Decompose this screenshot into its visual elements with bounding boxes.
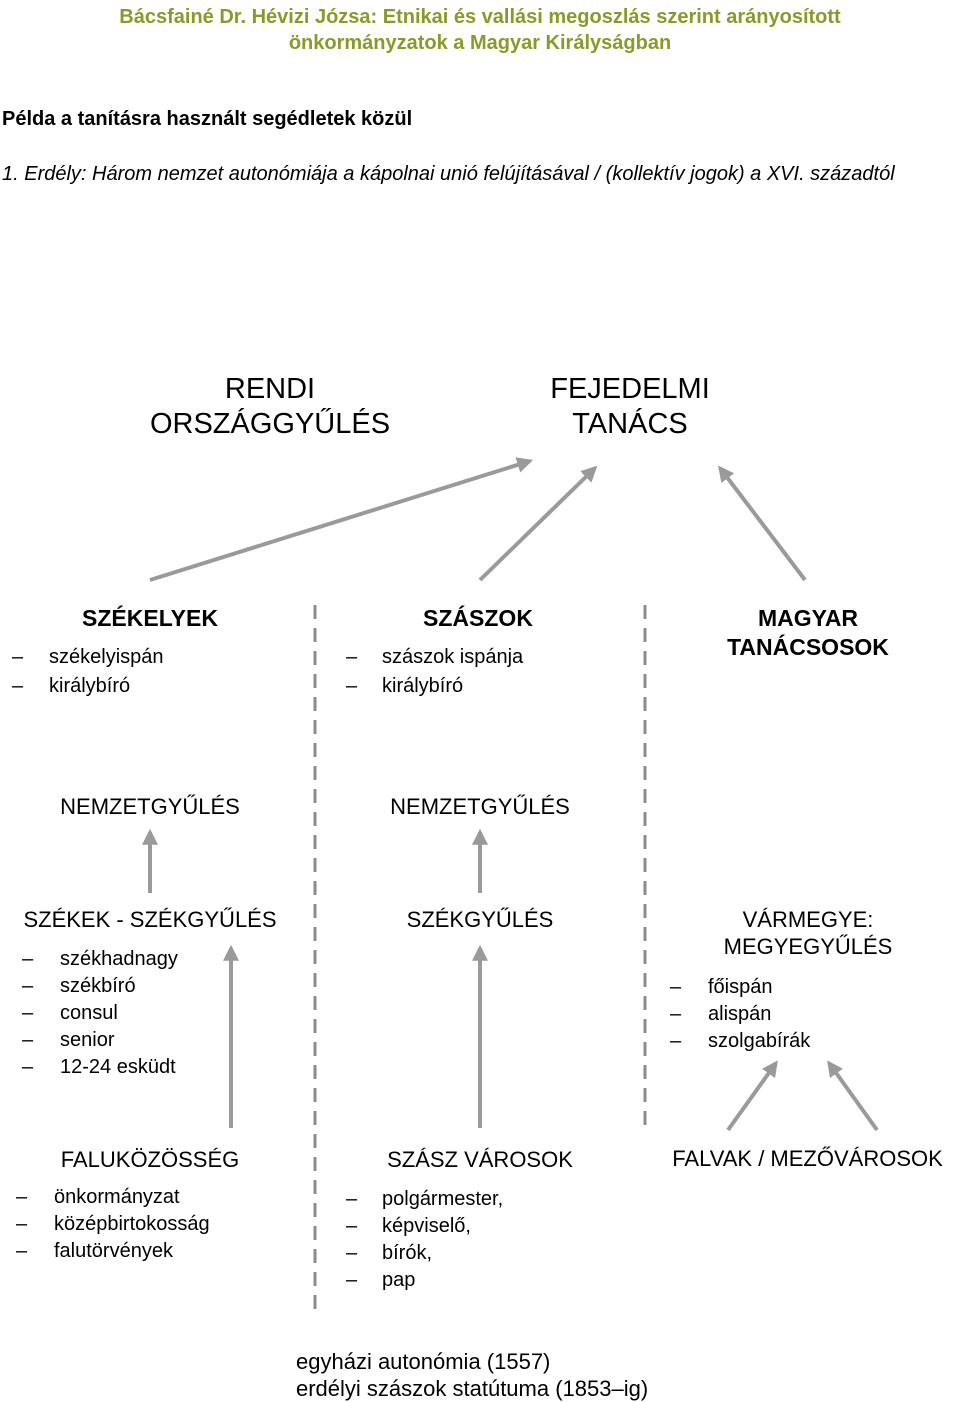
footer-line-1: egyházi autonómia (1557) (296, 1349, 551, 1374)
list-item: – 12-24 esküdt (22, 1054, 178, 1081)
magyar-tanacsosok: MAGYAR TANÁCSOSOK (658, 604, 958, 662)
list-item-text: alispán (708, 1003, 772, 1025)
list-item: – szászok ispánja (346, 643, 523, 672)
list-item: – királybíró (346, 672, 523, 701)
szaszok-list: – szászok ispánja – királybíró (346, 643, 523, 701)
varmegye-list: – főispán – alispán – szolgabírák (670, 974, 810, 1055)
document-header-line-2: önkormányzatok a Magyar Királyságban (288, 32, 672, 54)
list-item-text: szolgabírák (708, 1030, 811, 1052)
dash-glyph: – (16, 1240, 28, 1262)
arrow-szaszok-to-fejedelmi (478, 465, 598, 582)
intro-text: 1. Erdély: Három nemzet autonómiája a ká… (2, 163, 895, 185)
rendi-orszaggyules: RENDI ORSZÁGGYŰLÉS (120, 372, 420, 442)
dash-glyph: – (16, 1213, 28, 1235)
fejedelmi-tanacs: FEJEDELMI TANÁCS (480, 372, 780, 442)
szekelyek-list: – székelyispán – királybíró (12, 643, 164, 701)
szasz-varosok-list: – polgármester, – képviselő, – bírók, – pap (346, 1186, 503, 1294)
fejedelmi-line-2: TANÁCS (572, 408, 688, 440)
dash-glyph: – (670, 1030, 682, 1052)
list-item-text: senior (60, 1029, 115, 1051)
szekgyules: SZÉKGYŰLÉS (406, 907, 554, 932)
falukozosseg-title: FALUKÖZÖSSÉG (60, 1147, 240, 1172)
varmegye-title: VÁRMEGYE: MEGYEGYŰLÉS (658, 906, 958, 960)
dash-glyph: – (22, 1002, 34, 1024)
list-item: – királybíró (12, 672, 164, 701)
list-item-text: székhadnagy (60, 948, 178, 970)
list-item-text: szászok ispánja (382, 646, 524, 668)
falukozosseg-list: – önkormányzat – középbirtokosság – falutör… (16, 1184, 210, 1265)
list-item: – székelyispán (12, 643, 164, 672)
list-item: – önkormányzat (16, 1184, 210, 1211)
list-item: – senior (22, 1027, 178, 1054)
list-item-text: királybíró (49, 675, 131, 697)
list-item-text: főispán (708, 976, 773, 998)
list-item-text: pap (382, 1269, 416, 1291)
szekek-title: SZÉKEK - SZÉKGYŰLÉS (23, 907, 277, 932)
list-item: – bírók, (346, 1240, 503, 1267)
list-item-text: királybíró (382, 675, 464, 697)
list-item-text: székbíró (60, 975, 136, 997)
list-item: – alispán (670, 1001, 810, 1028)
footer-line-2: erdélyi szászok statútuma (1853–ig) (296, 1376, 649, 1401)
list-item-text: középbirtokosság (54, 1213, 210, 1235)
dash-glyph: – (22, 975, 34, 997)
list-item-text: consul (60, 1002, 118, 1024)
list-item-text: bírók, (382, 1242, 433, 1264)
list-item: – szolgabírák (670, 1028, 810, 1055)
dash-glyph: – (16, 1186, 28, 1208)
dash-glyph: – (12, 646, 24, 668)
dash-glyph: – (346, 646, 358, 668)
list-item-text: falutörvények (54, 1240, 173, 1262)
varmegye-line-1: VÁRMEGYE: (742, 907, 874, 932)
list-item-text: képviselő, (382, 1215, 471, 1237)
rendi-line-1: RENDI (224, 373, 316, 405)
falvak-mezovarosok: FALVAK / MEZŐVÁROSOK (672, 1146, 943, 1171)
footer-notes: egyházi autonómia (1557) erdélyi szászok… (296, 1348, 648, 1402)
list-item: – consul (22, 1000, 178, 1027)
dash-glyph: – (346, 1188, 358, 1210)
magyar-line-2: TANÁCSOSOK (727, 634, 889, 660)
dash-glyph: – (12, 675, 24, 697)
dash-glyph: – (670, 1003, 682, 1025)
list-item-text: székelyispán (49, 646, 164, 668)
szekelyek-title: SZÉKELYEK (82, 605, 218, 631)
list-item-text: 12-24 esküdt (60, 1056, 176, 1078)
list-item: – falutörvények (16, 1238, 210, 1265)
szekek-list: – székhadnagy – székbíró – consul – senior –… (22, 946, 178, 1081)
document-header-line-1: Bácsfainé Dr. Hévizi Józsa: Etnikai és v… (119, 6, 841, 28)
list-item: – polgármester, (346, 1186, 503, 1213)
list-item: – főispán (670, 974, 810, 1001)
nemzetgyules-left: NEMZETGYŰLÉS (60, 794, 240, 819)
dash-glyph: – (22, 1056, 34, 1078)
list-item-text: önkormányzat (54, 1186, 180, 1208)
list-item-text: polgármester, (382, 1188, 504, 1210)
list-item: – pap (346, 1267, 503, 1294)
dash-glyph: – (346, 1269, 358, 1291)
szasz-varosok-title: SZÁSZ VÁROSOK (387, 1147, 573, 1172)
magyar-line-1: MAGYAR (757, 605, 859, 631)
arrow-szekelyek-to-fejedelmi (149, 457, 534, 582)
dash-glyph: – (346, 1242, 358, 1264)
arrow-magyar-to-fejedelmi (718, 465, 807, 582)
list-item: – székbíró (22, 973, 178, 1000)
arrow-falvak-to-varmegye-left (726, 1060, 778, 1132)
rendi-line-2: ORSZÁGGYŰLÉS (149, 408, 391, 440)
nemzetgyules-middle: NEMZETGYŰLÉS (390, 794, 570, 819)
list-item: – középbirtokosság (16, 1211, 210, 1238)
fejedelmi-line-1: FEJEDELMI (550, 373, 710, 405)
list-item: – székhadnagy (22, 946, 178, 973)
varmegye-line-2: MEGYEGYŰLÉS (723, 934, 893, 959)
list-item: – képviselő, (346, 1213, 503, 1240)
dash-glyph: – (22, 948, 34, 970)
section-title: Példa a tanításra használt segédletek kö… (2, 108, 413, 130)
szaszok-title: SZÁSZOK (423, 605, 533, 631)
arrow-falvak-to-varmegye-right (827, 1060, 879, 1132)
dash-glyph: – (22, 1029, 34, 1051)
dash-glyph: – (670, 976, 682, 998)
dash-glyph: – (346, 675, 358, 697)
dash-glyph: – (346, 1215, 358, 1237)
